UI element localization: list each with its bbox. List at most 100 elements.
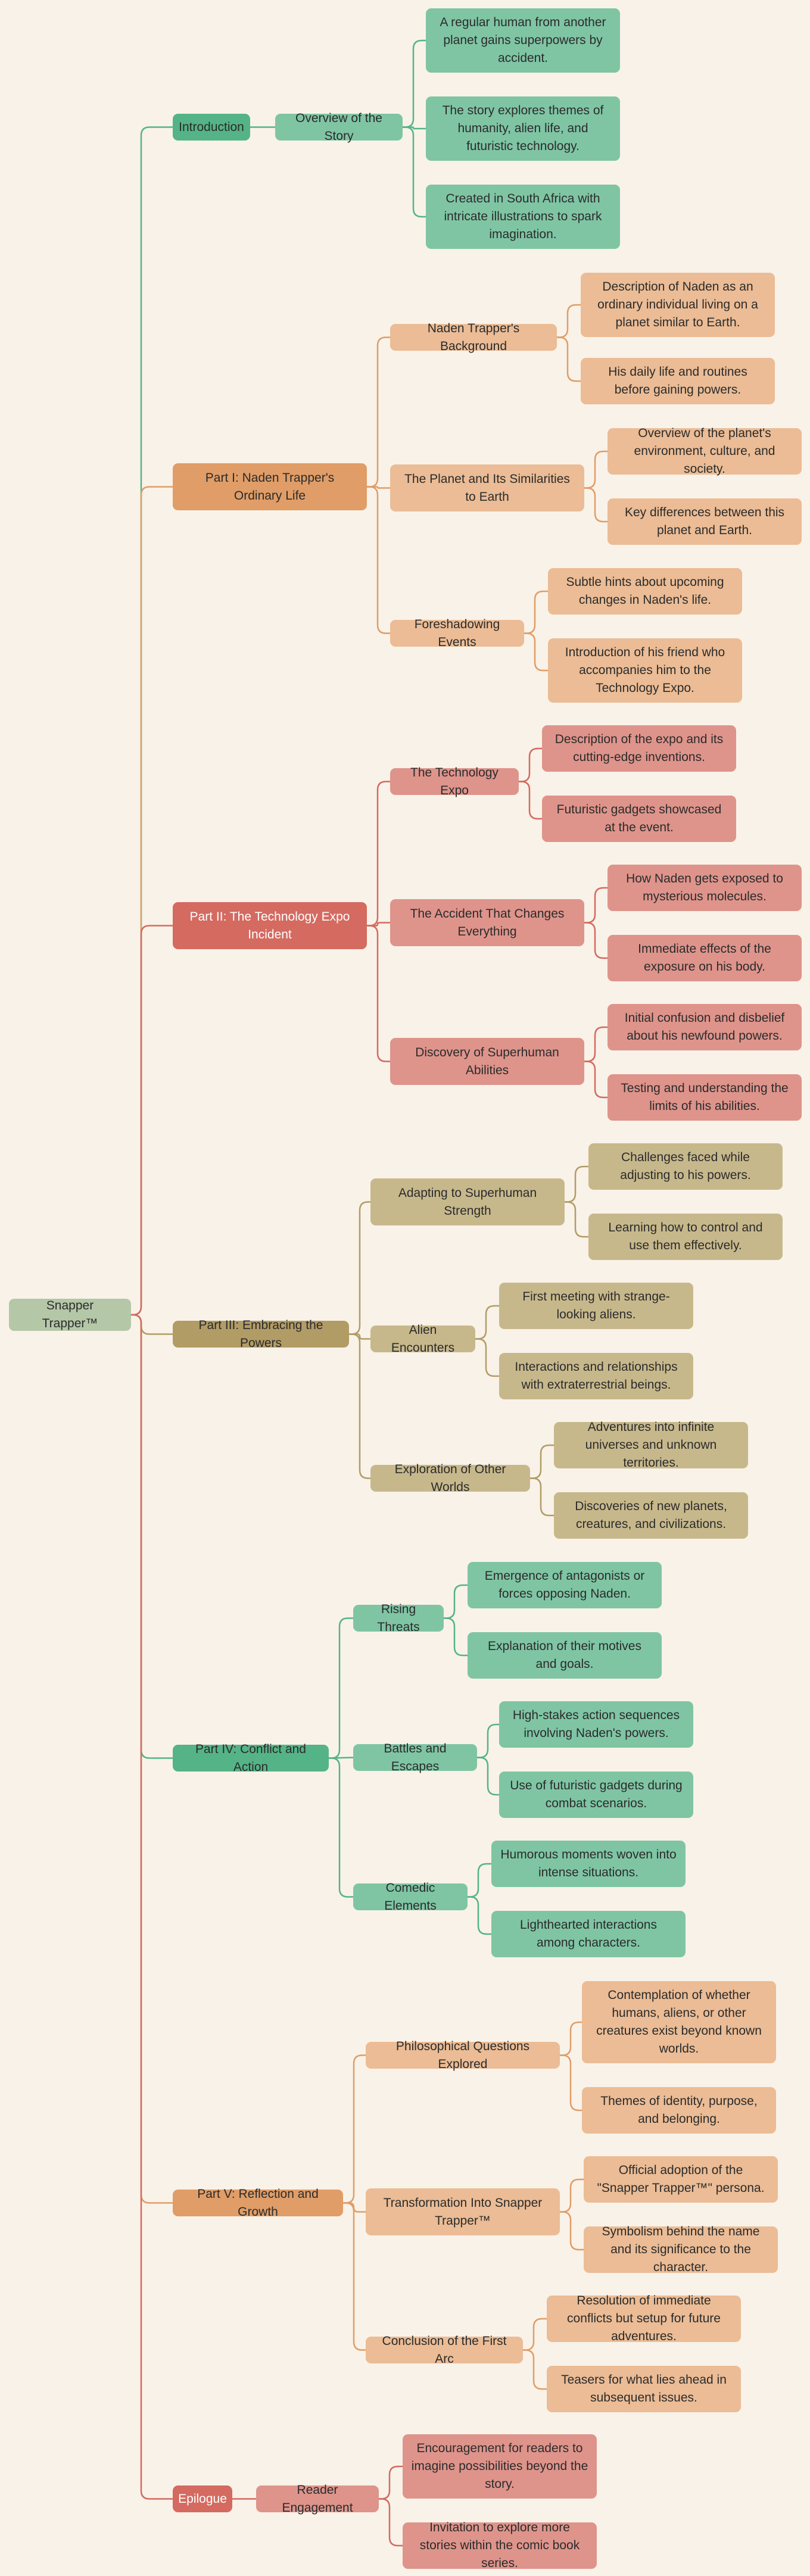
connector-topic-detail bbox=[379, 2498, 403, 2547]
topic-node: Reader Engagement bbox=[256, 2483, 379, 2515]
connector-topic-detail bbox=[477, 1723, 499, 1758]
detail-node: Contemplation of whether humans, aliens,… bbox=[582, 1981, 776, 2063]
topic-node: The Accident That Changes Everything bbox=[390, 899, 584, 946]
section-node-label: Part I: Naden Trapper's Ordinary Life bbox=[205, 470, 335, 503]
connector-section-topic bbox=[367, 486, 390, 634]
detail-node-label: Interactions and relationships with extr… bbox=[515, 1360, 678, 1392]
detail-node-label: His daily life and routines before gaini… bbox=[608, 365, 747, 397]
detail-node: Teasers for what lies ahead in subsequen… bbox=[547, 2366, 741, 2412]
connector-topic-detail bbox=[475, 1305, 499, 1340]
topic-node: Battles and Escapes bbox=[353, 1742, 477, 1773]
topic-node: Rising Threats bbox=[353, 1602, 444, 1634]
connector-topic-detail bbox=[524, 632, 548, 672]
connector-topic-detail bbox=[584, 1026, 608, 1062]
detail-node: Futuristic gadgets showcased at the even… bbox=[542, 796, 736, 842]
detail-node: Humorous moments woven into intense situ… bbox=[491, 1841, 686, 1887]
connector-root-section bbox=[131, 486, 173, 1316]
connector-section-topic bbox=[343, 2054, 366, 2204]
topic-node-label: Alien Encounters bbox=[391, 1323, 455, 1355]
topic-node-label: Discovery of Superhuman Abilities bbox=[415, 1045, 559, 1077]
detail-node-label: Key differences between this planet and … bbox=[624, 506, 785, 537]
detail-node: Adventures into infinite universes and u… bbox=[554, 1420, 748, 1470]
detail-node: Key differences between this planet and … bbox=[608, 498, 802, 545]
topic-node-label: Foreshadowing Events bbox=[414, 617, 500, 649]
connector-topic-detail bbox=[403, 126, 426, 130]
connector-topic-detail bbox=[523, 2318, 547, 2351]
connector-topic-detail bbox=[444, 1584, 468, 1619]
topic-node: Foreshadowing Events bbox=[390, 618, 524, 649]
section-node-label: Introduction bbox=[179, 120, 244, 134]
detail-node: Overview of the planet's environment, cu… bbox=[608, 426, 802, 476]
topic-node-label: Exploration of Other Worlds bbox=[394, 1462, 506, 1494]
detail-node: Initial confusion and disbelief about hi… bbox=[608, 1004, 802, 1050]
connector-topic-detail bbox=[530, 1444, 554, 1479]
section-node: Part IV: Conflict and Action bbox=[173, 1742, 329, 1774]
connector-topic-detail bbox=[468, 1896, 491, 1935]
connector-root-section bbox=[131, 1314, 173, 1335]
section-node-label: Part III: Embracing the Powers bbox=[198, 1318, 323, 1350]
detail-node-label: Description of the expo and its cutting-… bbox=[554, 732, 724, 764]
connector-topic-detail bbox=[468, 1863, 491, 1898]
topic-node: Philosophical Questions Explored bbox=[366, 2039, 560, 2071]
topic-node: Discovery of Superhuman Abilities bbox=[390, 1038, 584, 1085]
topic-node-label: Reader Engagement bbox=[282, 2483, 353, 2515]
connector-topic-detail bbox=[523, 2349, 547, 2390]
connector-topic-detail bbox=[519, 747, 542, 782]
detail-node-label: Initial confusion and disbelief about hi… bbox=[624, 1011, 785, 1043]
topic-node-label: The Accident That Changes Everything bbox=[410, 906, 565, 938]
detail-node: Challenges faced while adjusting to his … bbox=[588, 1143, 783, 1190]
detail-node: Invitation to explore more stories withi… bbox=[403, 2521, 597, 2570]
connector-topic-detail bbox=[565, 1165, 588, 1203]
topic-node: Naden Trapper's Background bbox=[390, 322, 557, 353]
topic-node: Overview of the Story bbox=[275, 111, 403, 143]
connector-topic-detail bbox=[475, 1338, 499, 1377]
detail-node: Description of the expo and its cutting-… bbox=[542, 725, 736, 772]
detail-node: Introduction of his friend who accompani… bbox=[548, 638, 742, 703]
section-node-label: Part V: Reflection and Growth bbox=[197, 2187, 319, 2219]
detail-node-label: Created in South Africa with intricate i… bbox=[444, 192, 602, 241]
topic-node: Adapting to Superhuman Strength bbox=[370, 1178, 565, 1225]
topic-node: The Technology Expo bbox=[390, 766, 519, 797]
detail-node: Testing and understanding the limits of … bbox=[608, 1074, 802, 1121]
topic-node: Transformation Into Snapper Trapper™ bbox=[366, 2188, 560, 2235]
connector-topic-detail bbox=[565, 1201, 588, 1238]
detail-node: Discoveries of new planets, creatures, a… bbox=[554, 1492, 748, 1539]
connector-topic-detail bbox=[524, 590, 548, 634]
connector-topic-detail bbox=[560, 2054, 582, 2112]
topic-node-label: Overview of the Story bbox=[295, 111, 382, 143]
detail-node: Encouragement for readers to imagine pos… bbox=[403, 2434, 597, 2499]
connector-root-section bbox=[131, 1314, 173, 1759]
connector-topic-detail bbox=[560, 2211, 584, 2251]
section-node-label: Epilogue bbox=[178, 2491, 227, 2506]
section-node: Part I: Naden Trapper's Ordinary Life bbox=[173, 463, 367, 510]
connector-root-section bbox=[131, 925, 173, 1316]
detail-node-label: Challenges faced while adjusting to his … bbox=[620, 1150, 751, 1182]
detail-node: Symbolism behind the name and its signif… bbox=[584, 2225, 778, 2274]
detail-node-label: Introduction of his friend who accompani… bbox=[565, 645, 725, 695]
connector-section-topic bbox=[367, 925, 390, 1062]
detail-node: Themes of identity, purpose, and belongi… bbox=[582, 2087, 776, 2134]
detail-node-label: Encouragement for readers to imagine pos… bbox=[411, 2441, 588, 2491]
topic-node-label: Adapting to Superhuman Strength bbox=[398, 1186, 537, 1218]
detail-node: Use of futuristic gadgets during combat … bbox=[499, 1772, 693, 1818]
connector-section-topic bbox=[343, 2202, 366, 2351]
topic-node: Conclusion of the First Arc bbox=[366, 2334, 523, 2366]
detail-node: Learning how to control and use them eff… bbox=[588, 1214, 783, 1260]
detail-node-label: Teasers for what lies ahead in subsequen… bbox=[561, 2373, 727, 2405]
detail-node-label: Immediate effects of the exposure on his… bbox=[638, 942, 771, 974]
detail-node: How Naden gets exposed to mysterious mol… bbox=[608, 865, 802, 911]
topic-node: Alien Encounters bbox=[370, 1323, 475, 1355]
detail-node: The story explores themes of humanity, a… bbox=[426, 96, 620, 161]
detail-node-label: Overview of the planet's environment, cu… bbox=[634, 426, 775, 476]
connector-topic-detail bbox=[584, 887, 608, 924]
connector-topic-detail bbox=[560, 2178, 584, 2213]
topic-node-label: Comedic Elements bbox=[384, 1880, 437, 1913]
connector-topic-detail bbox=[584, 487, 608, 523]
topic-node: Comedic Elements bbox=[353, 1881, 468, 1913]
connector-section-topic bbox=[349, 1333, 370, 1340]
detail-node-label: Testing and understanding the limits of … bbox=[621, 1081, 789, 1113]
detail-node: High-stakes action sequences involving N… bbox=[499, 1701, 693, 1748]
topic-node-label: The Technology Expo bbox=[410, 765, 499, 797]
